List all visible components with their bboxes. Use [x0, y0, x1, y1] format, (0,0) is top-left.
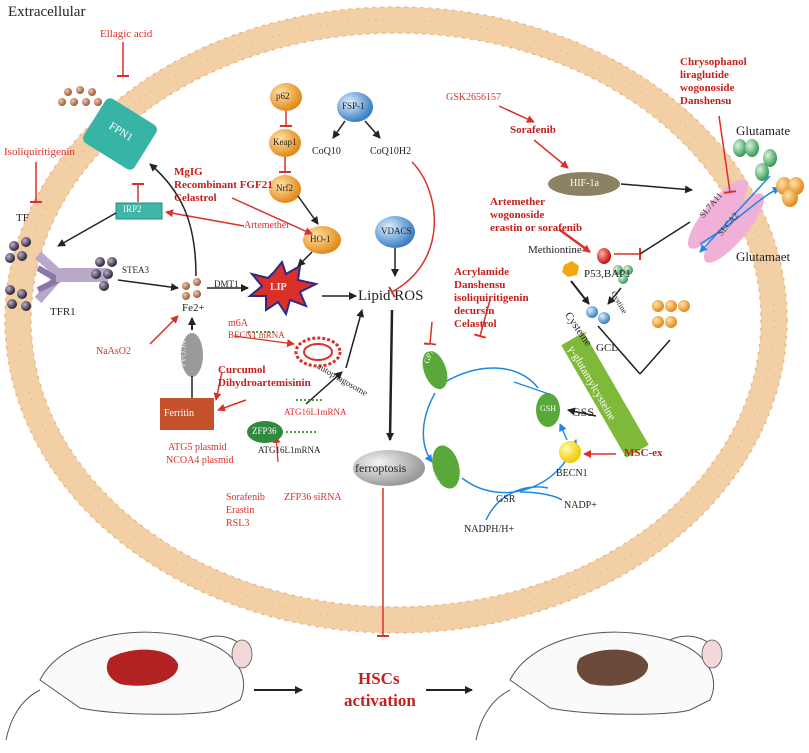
gpx4-cycle: [422, 350, 578, 521]
nrf2-label: Nrf2: [276, 183, 293, 193]
zfp36-shape: [247, 421, 283, 443]
gsh-label: GSH: [540, 404, 557, 413]
nadp-label: NADP+: [564, 500, 597, 511]
gss-label: GSS: [572, 405, 595, 419]
atg16-mrna-1-label: ATG16L1mRNA: [284, 407, 347, 417]
acryl-label-1: Acrylamide: [454, 266, 509, 278]
hsc-label-1: HSCs: [358, 669, 400, 688]
gcl-label: GCL: [596, 342, 618, 354]
keap1-nrf2-pathway: [269, 83, 341, 267]
ncoa4-label: NCOA4: [178, 340, 187, 367]
coq10-label: CoQ10: [312, 146, 341, 157]
m6a-label: m6A: [228, 318, 248, 329]
chryso-label-1: Chrysophanol: [680, 56, 747, 68]
naaso2-label: NaAsO2: [96, 346, 131, 357]
ggc-bar: [561, 332, 649, 458]
lip-starburst: [247, 259, 319, 317]
mgig-label-2: Recombinant FGF21: [174, 179, 273, 191]
gsk-label: GSK2656157: [446, 92, 502, 103]
mgig-label-3: Celastrol: [174, 192, 217, 204]
sorafenib-label: Sorafenib: [510, 124, 556, 136]
ellagic-acid-label: Ellagic acid: [100, 28, 153, 40]
hsc-label-2: activation: [344, 691, 416, 710]
stea3-label: STEA3: [122, 265, 149, 275]
ferritin-box: [160, 398, 214, 430]
fpn1-transporter: [58, 86, 157, 170]
glutamate-molecules: [733, 139, 804, 207]
p62-label: p62: [276, 91, 290, 101]
chryso-label-4: Danshensu: [680, 95, 732, 107]
coq10h2-label: CoQ10H2: [370, 146, 412, 157]
atg5-label: ATG5 plasmid: [168, 442, 227, 453]
fsp1-label: FSP-1: [342, 101, 365, 111]
tfr1-label: TFR1: [50, 306, 76, 318]
gsr-label: GSR: [496, 494, 516, 505]
hif-label: HIF-1a: [570, 178, 599, 189]
cell-membrane: [4, 6, 788, 634]
hif-shape: [548, 172, 620, 196]
irp2-box: [115, 202, 163, 220]
curcumol-label-2: Dihydroartemisinin: [218, 377, 311, 389]
ncoa4-plasmid-label: NCOA4 plasmid: [166, 455, 234, 466]
p53-shape: [597, 248, 611, 264]
sorafenib-2-label-3: RSL3: [226, 518, 250, 529]
tf-label: TF: [16, 212, 29, 224]
keap1-label: Keap1: [273, 137, 297, 147]
sorafenib-2-label-1: Sorafenib: [226, 492, 265, 503]
artem-group-label-2: wogonoside: [490, 209, 545, 221]
glutamate-label: Glutamate: [736, 123, 791, 138]
zfp36-sirna-label: ZFP36 siRNA: [284, 492, 342, 503]
mouse-right: [475, 631, 723, 741]
slc-transporter: [688, 175, 781, 263]
chryso-label-3: wogonoside: [680, 82, 735, 94]
msc-ex-label: MSC-ex: [624, 447, 663, 459]
mouse-left: [5, 631, 253, 741]
isoliquiritigenin-label: Isoliquiritigenin: [4, 146, 75, 158]
cysteine-pathway: [562, 261, 690, 417]
ferroptosis-label: ferroptosis: [355, 461, 407, 475]
p53-label: P53,BAP1: [584, 268, 631, 280]
irp2-label: IRP2: [123, 204, 142, 214]
zfp36-label: ZFP36: [252, 426, 277, 436]
becn1-label: BECN1: [556, 468, 588, 479]
nadph-label: NADPH/H+: [464, 524, 515, 535]
curcumol-label-1: Curcumol: [218, 364, 266, 376]
extracellular-title: Extracellular: [8, 4, 86, 20]
becn1-shape: [559, 441, 581, 463]
atg16-mrna-2-label: ATG16L1mRNA: [258, 445, 321, 455]
mgig-label-1: MgIG: [174, 166, 203, 178]
autophagosome-shape: [294, 336, 342, 368]
glutamaet-label: Glutamaet: [736, 249, 791, 264]
vdacs-label: VDACS: [381, 226, 412, 236]
ferritin-label: Ferritin: [164, 408, 194, 419]
artemether-irp2-label: Artemether: [244, 220, 290, 231]
tfr1-receptor: [5, 237, 117, 311]
fsp1-pathway: [332, 92, 435, 298]
acryl-label-4: decursin: [454, 305, 495, 317]
acryl-label-2: Danshensu: [454, 279, 506, 291]
dmt1-label: DMT1: [214, 279, 239, 289]
ncoa4-shape: [181, 333, 203, 377]
methiontine-label: Methiontine: [528, 244, 582, 256]
becn1-mrna-label: BECN1 mRNA: [228, 330, 285, 340]
artem-group-label-3: erastin or sorafenib: [490, 222, 583, 234]
chryso-label-2: liraglutide: [680, 69, 729, 81]
vdacs-shape: [375, 216, 415, 248]
lip-label: LIP: [270, 282, 287, 293]
fe2-cluster: [182, 278, 201, 300]
acryl-label-3: isoliquiritigenin: [454, 292, 529, 304]
sorafenib-2-label-2: Erastin: [226, 505, 255, 516]
acryl-label-5: Celastrol: [454, 318, 497, 330]
ferroptosis-ellipse: [353, 450, 425, 486]
lipid-ros-label: Lipid ROS: [358, 288, 424, 304]
fe2-label: Fe2+: [182, 302, 205, 314]
ho1-label: HO-1: [310, 234, 331, 244]
artem-group-label-1: Artemether: [490, 196, 545, 208]
